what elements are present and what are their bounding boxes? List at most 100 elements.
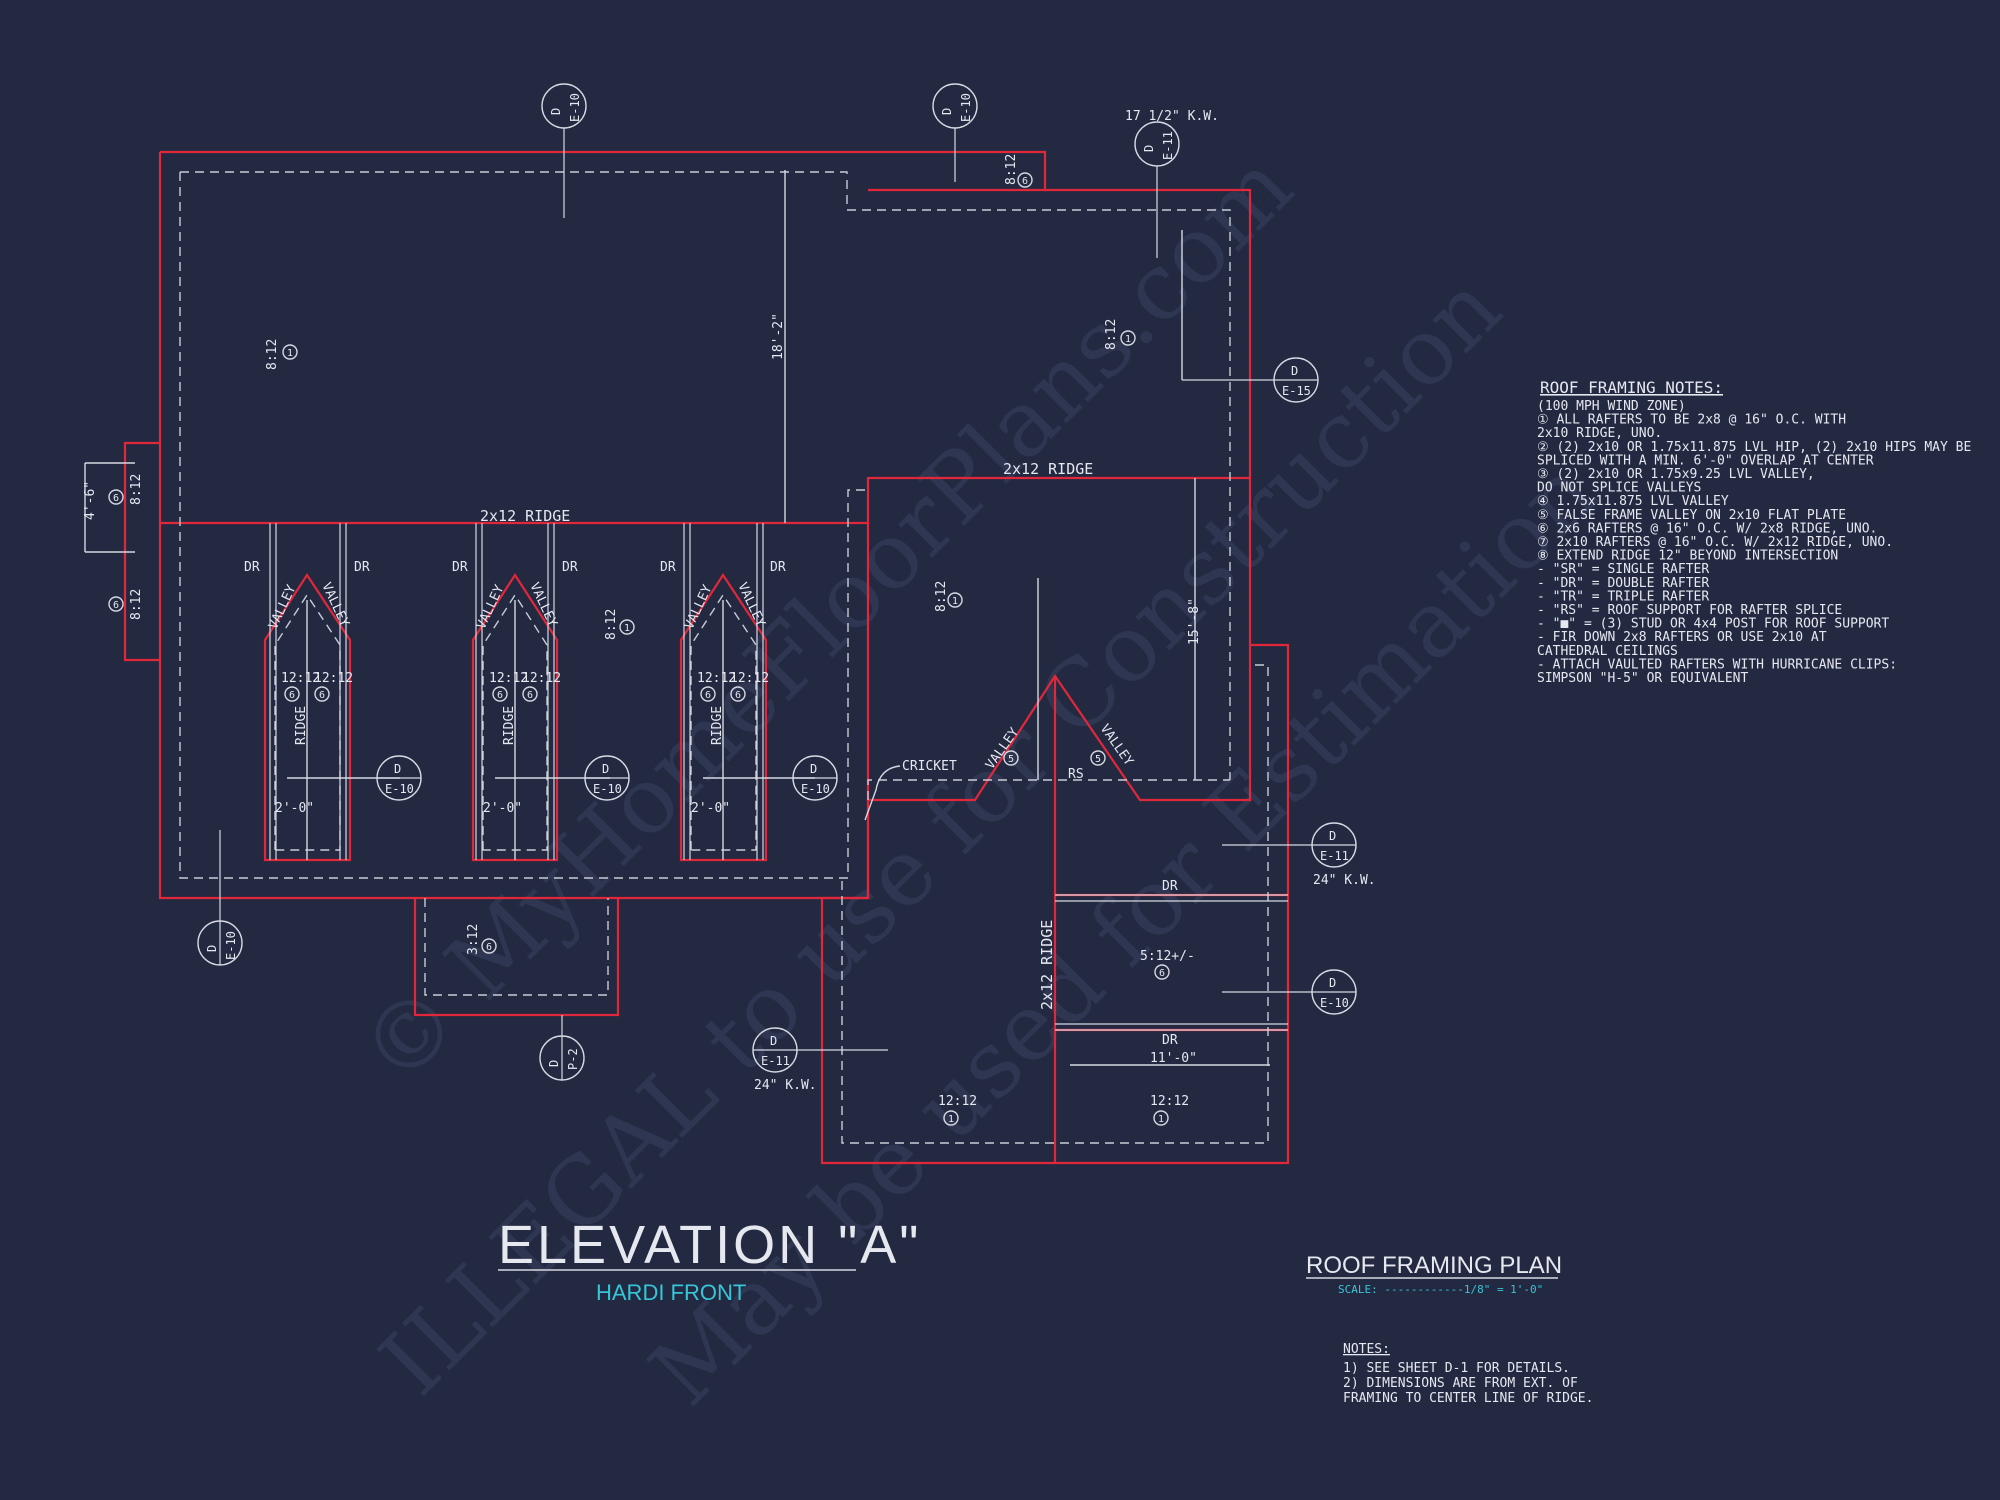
roof-outline-inner	[866, 476, 1250, 898]
dormer-2-ridge-label: RIDGE	[502, 706, 517, 745]
roof-note-line: ⑤ FALSE FRAME VALLEY ON 2x10 FLAT PLATE	[1537, 508, 1846, 523]
callout-right-1[interactable]: D E-15	[1182, 357, 1319, 403]
roof-note-line: SIMPSON "H-5" OR EQUIVALENT	[1537, 671, 1748, 686]
marker-1: 1	[282, 344, 298, 360]
cricket-label: CRICKET	[902, 759, 957, 774]
roof-note-line: - ATTACH VAULTED RAFTERS WITH HURRICANE …	[1537, 657, 1897, 672]
callout-top-1[interactable]: D E-10	[541, 83, 587, 218]
roof-note-line: ⑧ EXTEND RIDGE 12" BEYOND INTERSECTION	[1537, 549, 1838, 564]
dim-4-6: 4'-6"	[83, 481, 98, 520]
dormer-1-ridge-label: RIDGE	[294, 706, 309, 745]
svg-text:E-11: E-11	[1161, 131, 1175, 160]
dormer-3-ridge-label: RIDGE	[710, 706, 725, 745]
dr-label-8: DR	[1162, 1033, 1178, 1048]
roof-note-line: ③ (2) 2x10 OR 1.75x9.25 LVL VALLEY,	[1537, 467, 1815, 482]
svg-text:E-10: E-10	[224, 931, 238, 960]
marker-11: 6	[1154, 964, 1170, 980]
pitch-label-1: 8:12	[265, 339, 280, 370]
pitch-1212-6: 12:12	[730, 671, 769, 686]
marker-5: 1	[943, 1110, 959, 1126]
svg-text:E-11: E-11	[1320, 849, 1349, 863]
dr-label-2: DR	[354, 560, 370, 575]
dim-11-0: 11'-0"	[1150, 1051, 1197, 1066]
plan-title: ROOF FRAMING PLAN	[1306, 1252, 1562, 1279]
marker-12: 6	[284, 686, 300, 702]
pitch-label-4: 8:12	[934, 581, 949, 612]
callout-porch[interactable]: D P-2	[539, 1015, 585, 1081]
callout-right-2[interactable]: D E-11	[1222, 822, 1357, 868]
svg-text:E-10: E-10	[568, 93, 582, 122]
svg-text:D: D	[602, 762, 609, 776]
roof-note-line: ⑦ 2x10 RAFTERS @ 16" O.C. W/ 2x12 RIDGE,…	[1537, 535, 1893, 550]
pitch-1212-7: 12:12	[938, 1094, 977, 1109]
marker-15: 6	[522, 686, 538, 702]
elevation-title: ELEVATION "A"	[498, 1215, 921, 1275]
pitch-1212-3: 12:12	[489, 671, 528, 686]
roof-framing-notes: ROOF FRAMING NOTES: (100 MPH WIND ZONE)①…	[1537, 378, 1971, 686]
dormer-2-outline	[471, 572, 559, 862]
svg-text:E-10: E-10	[593, 782, 622, 796]
svg-text:D: D	[1329, 976, 1336, 990]
porch-outline	[413, 898, 620, 1017]
svg-text:D: D	[770, 1034, 777, 1048]
ridge-main-label: 2x12 RIDGE	[480, 507, 570, 525]
bottom-note-line: FRAMING TO CENTER LINE OF RIDGE.	[1343, 1391, 1593, 1406]
callout-left-bottom[interactable]: D E-10	[197, 830, 243, 966]
svg-text:D: D	[394, 762, 401, 776]
dr-label-5: DR	[660, 560, 676, 575]
callout-top-3[interactable]: D E-11	[1134, 121, 1180, 258]
roof-note-line: - "TR" = TRIPLE RAFTER	[1537, 589, 1709, 604]
pitch-label-312: 3:12	[466, 924, 481, 955]
svg-text:E-10: E-10	[385, 782, 414, 796]
elevation-subtitle: HARDI FRONT	[596, 1280, 746, 1305]
pitch-label-2: 8:12	[1104, 319, 1119, 350]
dormer-1-valley-right: VALLEY	[318, 580, 352, 629]
callout-lower-left[interactable]: D E-11	[752, 1027, 888, 1073]
dr-label-6: DR	[770, 560, 786, 575]
marker-19: 5	[1090, 750, 1106, 766]
callout-top-2[interactable]: D E-10	[932, 83, 978, 182]
kw-right-label: 24" K.W.	[1313, 873, 1376, 888]
dim-18-2: 18'-2"	[771, 313, 786, 360]
kw-top-label: 17 1/2" K.W.	[1125, 109, 1219, 124]
dormer-1-valley-left: VALLEY	[266, 583, 300, 632]
marker-13: 6	[314, 686, 330, 702]
dim-2-0-3: 2'-0"	[691, 801, 730, 816]
roof-note-line: DO NOT SPLICE VALLEYS	[1537, 481, 1701, 496]
pitch-1212-5: 12:12	[697, 671, 736, 686]
svg-text:E-10: E-10	[801, 782, 830, 796]
marker-8: 6	[108, 489, 124, 505]
callout-dormer-1[interactable]: D E-10	[376, 755, 422, 801]
pitch-1212-4: 12:12	[522, 671, 561, 686]
roof-note-line: - "DR" = DOUBLE RAFTER	[1537, 576, 1709, 591]
dormer-2-valley-right: VALLEY	[526, 580, 560, 629]
svg-text:D: D	[205, 945, 219, 952]
roof-outline-main	[160, 150, 1290, 1165]
dim-15-8: 15'-8"	[1187, 598, 1202, 645]
callout-dormer-3[interactable]: D E-10	[792, 755, 838, 801]
svg-text:6: 6	[113, 600, 119, 611]
dormer-2-valley-left: VALLEY	[474, 583, 508, 632]
roof-outline-left	[158, 152, 868, 900]
svg-text:6: 6	[735, 690, 741, 701]
svg-text:6: 6	[486, 942, 492, 953]
pitch-1212-2: 12:12	[314, 671, 353, 686]
ridge-vertical-label: 2x12 RIDGE	[1038, 920, 1056, 1010]
svg-text:1: 1	[287, 348, 293, 359]
svg-text:6: 6	[497, 690, 503, 701]
marker-3: 1	[619, 619, 635, 635]
marker-6: 1	[1153, 1110, 1169, 1126]
svg-text:5: 5	[1095, 754, 1101, 765]
roof-note-line: CATHEDRAL CEILINGS	[1537, 644, 1678, 659]
callout-right-3[interactable]: D E-10	[1222, 969, 1357, 1015]
kw-left-label: 24" K.W.	[754, 1078, 817, 1093]
roof-note-line: - "SR" = SINGLE RAFTER	[1537, 562, 1709, 577]
svg-text:1: 1	[624, 623, 630, 634]
svg-text:6: 6	[705, 690, 711, 701]
roof-note-line: - FIR DOWN 2x8 RAFTERS OR USE 2x10 AT	[1537, 630, 1827, 645]
bottom-note-line: 2) DIMENSIONS ARE FROM EXT. OF	[1343, 1376, 1578, 1391]
callout-dormer-2[interactable]: D E-10	[584, 755, 630, 801]
svg-text:E-15: E-15	[1282, 384, 1311, 398]
bottom-note-line: 1) SEE SHEET D-1 FOR DETAILS.	[1343, 1361, 1570, 1376]
